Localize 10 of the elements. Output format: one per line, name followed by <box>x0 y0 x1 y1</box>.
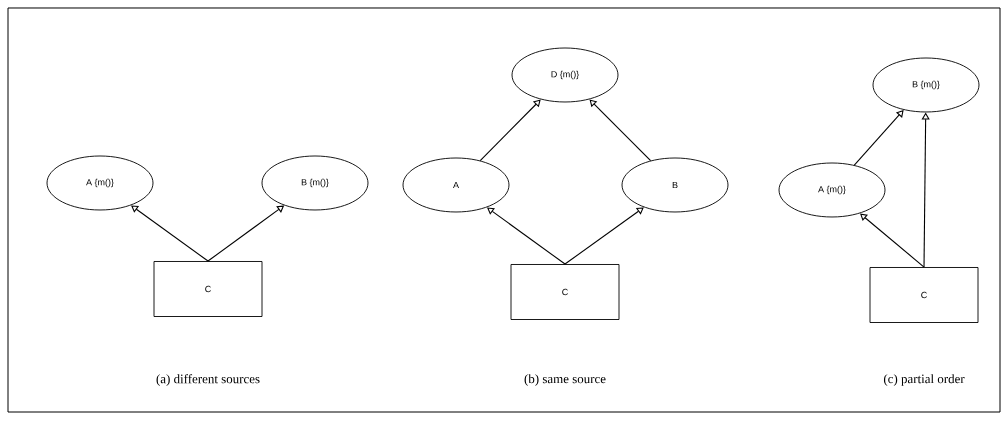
arrow <box>589 99 652 162</box>
class-box: C <box>869 267 979 323</box>
arrow <box>131 205 209 262</box>
caption: (c) partial order <box>883 374 965 386</box>
caption: (b) same source <box>524 374 606 386</box>
arrow <box>479 99 541 162</box>
class-box: C <box>510 264 620 320</box>
caption: (a) different sources <box>156 374 260 386</box>
class-box: C <box>153 261 263 317</box>
arrow <box>564 207 644 265</box>
